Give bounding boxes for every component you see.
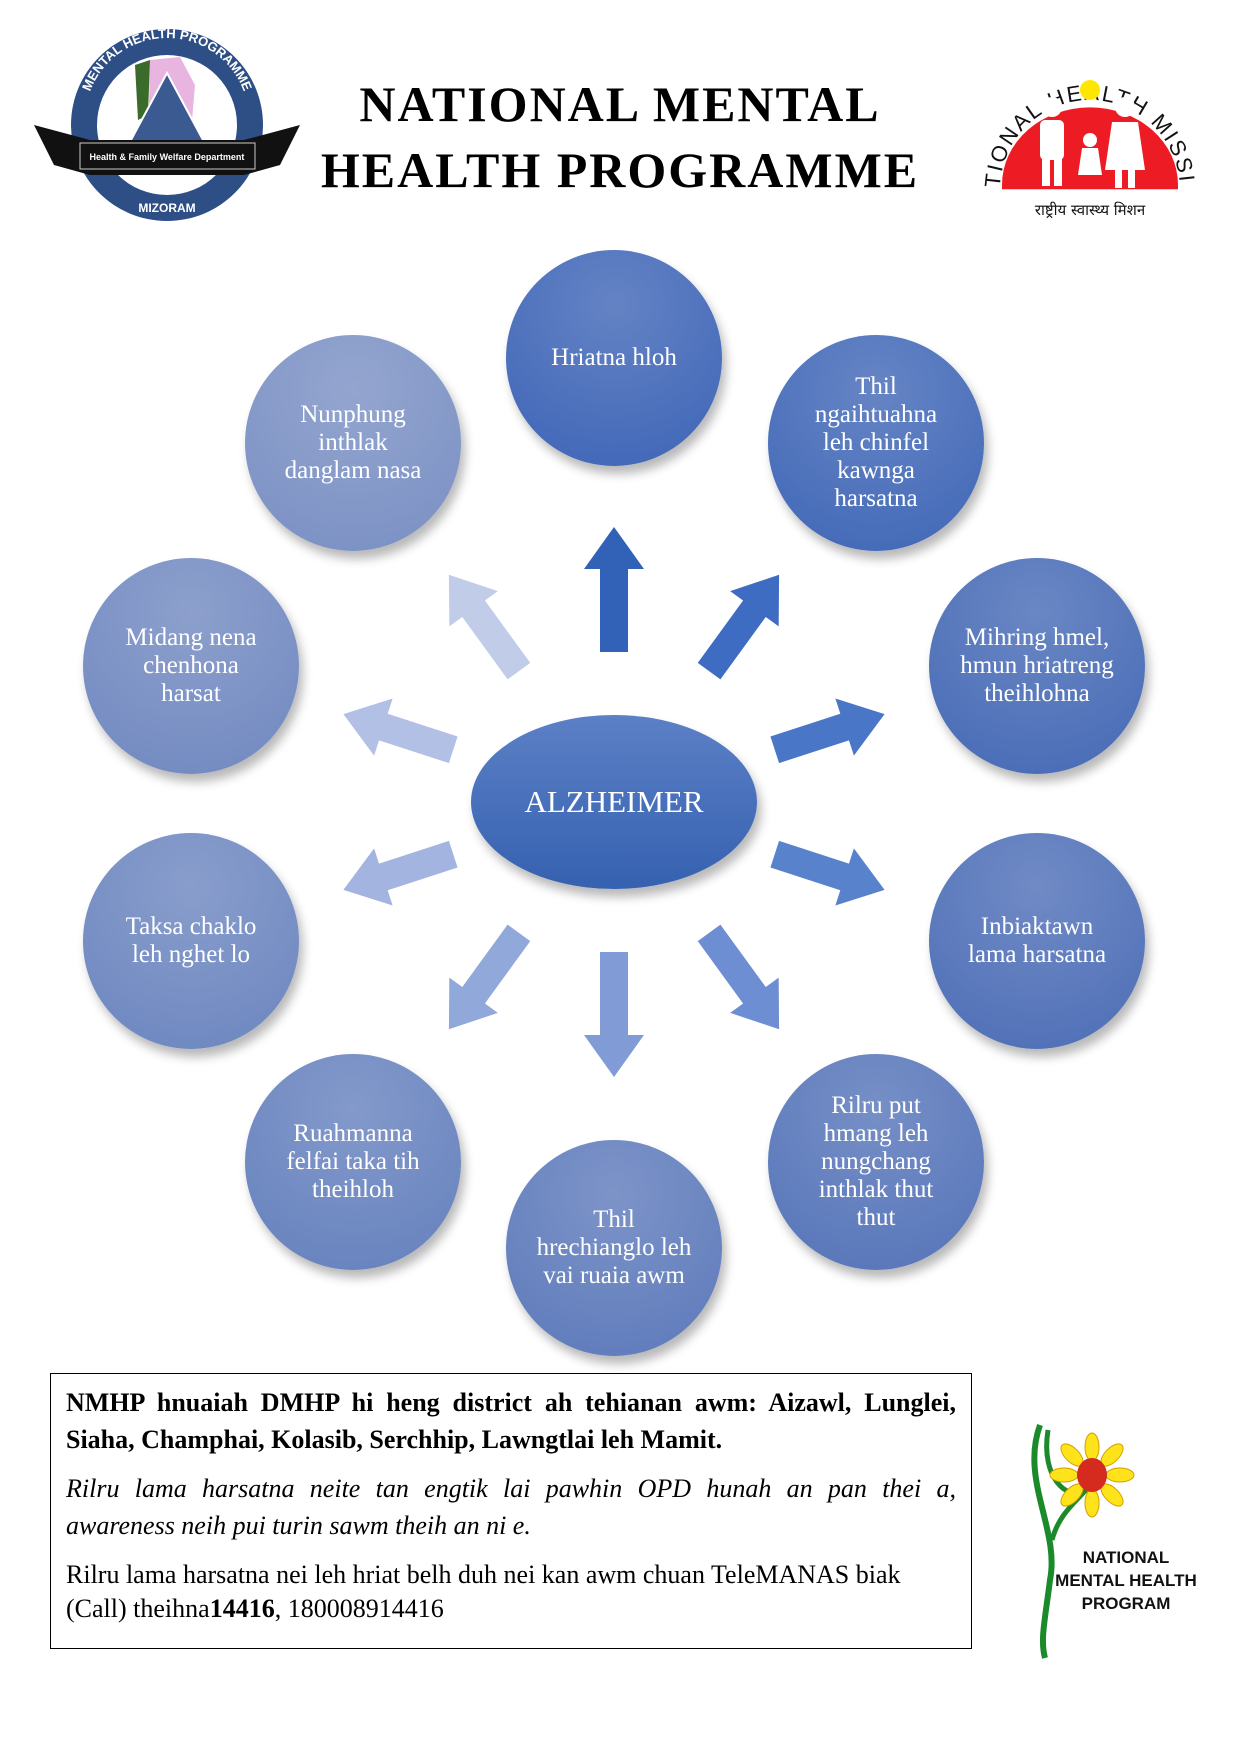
arrow-to-node-9 <box>343 698 458 764</box>
contact-prefix: Rilru lama harsatna nei leh hriat belh d… <box>66 1560 901 1623</box>
node-label: Hriatna hloh <box>551 344 677 371</box>
node-thil-hrechianglo: Thil hrechianglo leh vai ruaia awm <box>506 1140 722 1356</box>
arrow-to-node-4 <box>770 840 885 906</box>
national-health-mission-logo: NATIONAL HEALTH MISSION राष्ट्रीय स्वास्… <box>950 10 1220 225</box>
page-title-line-1: NATIONAL MENTAL <box>359 76 881 132</box>
node-taksa-chaklo: Taksa chaklo leh nghet lo <box>83 833 299 1049</box>
national-mental-health-program-logo: NATIONAL MENTAL HEALTH PROGRAM <box>1020 1420 1210 1660</box>
node-label: Taksa chaklo leh nghet lo <box>125 913 257 968</box>
node-label: Thil hrechianglo leh vai ruaia awm <box>536 1206 692 1289</box>
svg-text:Health & Family Welfare Depart: Health & Family Welfare Department <box>90 152 245 162</box>
center-node-alzheimer: ALZHEIMER <box>471 715 757 889</box>
districts-text: NMHP hnuaiah DMHP hi heng district ah te… <box>66 1388 956 1454</box>
arrow-to-node-6 <box>584 952 644 1077</box>
arrow-to-node-2 <box>697 574 780 680</box>
node-mihring-hmel: Mihring hmel, hmun hriatreng theihlohna <box>929 558 1145 774</box>
toll-free-number: , 180008914416 <box>274 1594 444 1623</box>
arrow-to-node-10 <box>448 574 531 680</box>
short-helpline-number: 14416 <box>209 1594 275 1623</box>
arrow-to-node-5 <box>697 924 780 1030</box>
nhm-hindi-text: राष्ट्रीय स्वास्थ्य मिशन <box>1035 201 1146 219</box>
info-box: NMHP hnuaiah DMHP hi heng district ah te… <box>50 1373 972 1649</box>
node-label: Thil ngaihtuahna leh chinfel kawnga hars… <box>814 373 938 512</box>
logo-text-line: NATIONAL <box>1082 1548 1170 1567</box>
node-thil-ngaihtuahna: Thil ngaihtuahna leh chinfel kawnga hars… <box>768 335 984 551</box>
telemanas-contact-text: Rilru lama harsatna nei leh hriat belh d… <box>66 1558 956 1626</box>
node-label: Ruahmanna felfai taka tih theihloh <box>286 1120 420 1203</box>
node-label: Midang nena chenhona harsat <box>125 624 257 707</box>
opd-awareness-text: Rilru lama harsatna neite tan engtik lai… <box>66 1474 956 1540</box>
arrow-to-node-1 <box>584 527 644 652</box>
logo-text-line: PROGRAM <box>1081 1594 1171 1613</box>
node-label: Mihring hmel, hmun hriatreng theihlohna <box>960 624 1114 707</box>
center-label: ALZHEIMER <box>524 784 704 819</box>
node-label: Inbiaktawn lama harsatna <box>967 913 1107 968</box>
arrow-to-node-8 <box>343 840 458 906</box>
mental-health-programme-mizoram-logo: Health & Family Welfare Department MIZOR… <box>30 25 305 225</box>
logo-text-line: MENTAL HEALTH <box>1055 1571 1197 1590</box>
arrow-to-node-7 <box>448 924 531 1030</box>
node-nunphung: Nunphung inthlak danglam nasa <box>245 335 461 551</box>
node-rilru-put: Rilru put hmang leh nungchang inthlak th… <box>768 1054 984 1270</box>
svg-text:MIZORAM: MIZORAM <box>138 201 195 215</box>
node-label: Rilru put hmang leh nungchang inthlak th… <box>818 1092 934 1231</box>
node-ruahmanna: Ruahmanna felfai taka tih theihloh <box>245 1054 461 1270</box>
node-hriatna-hloh: Hriatna hloh <box>506 250 722 466</box>
node-label: Nunphung inthlak danglam nasa <box>284 401 422 484</box>
node-midang-nena: Midang nena chenhona harsat <box>83 558 299 774</box>
arrow-to-node-3 <box>770 698 885 764</box>
page-title-line-2: HEALTH PROGRAMME <box>320 142 920 198</box>
node-inbiaktawn: Inbiaktawn lama harsatna <box>929 833 1145 1049</box>
